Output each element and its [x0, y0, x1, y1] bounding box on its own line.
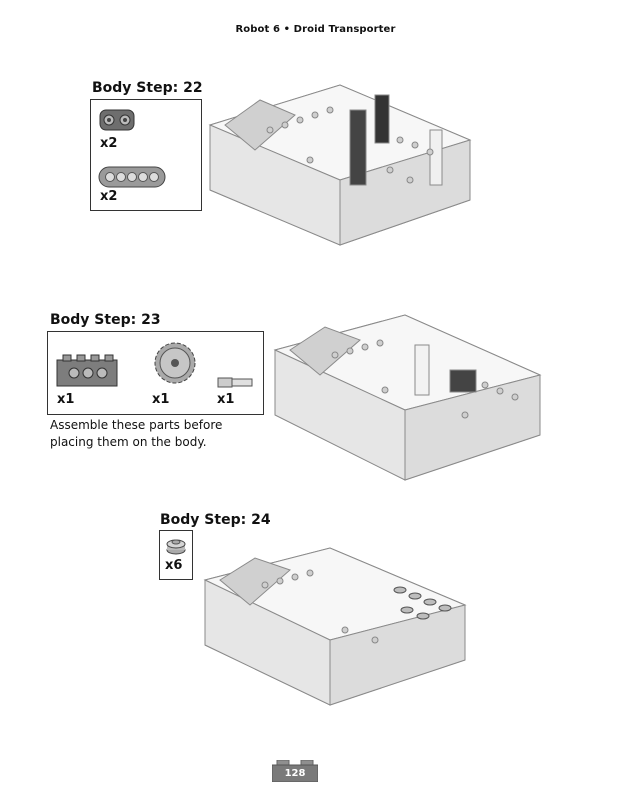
step-23-part-2-qty: x1: [152, 392, 170, 407]
page-number-badge: 128: [272, 760, 318, 782]
step-24-part-1-qty: x6: [165, 558, 183, 573]
step-24-model-illustration: [203, 547, 467, 706]
step-24-parts-box: x6: [159, 530, 193, 580]
step-24-title: Body Step: 24: [160, 512, 271, 528]
step-22-part-2-qty: x2: [100, 189, 118, 204]
step-23-part-3-qty: x1: [217, 392, 235, 407]
five-hole-beam-part-icon: [98, 166, 166, 188]
round-plate-part-icon: [166, 539, 186, 555]
brick-icon: [272, 760, 318, 782]
step-23-title: Body Step: 23: [50, 312, 161, 328]
step-23-note-line-2: placing them on the body.: [50, 435, 207, 449]
step-23-model-illustration: [273, 314, 542, 481]
angled-connector-part-icon: [99, 109, 135, 131]
page-number: 128: [284, 768, 306, 779]
step-22-title: Body Step: 22: [92, 80, 203, 96]
gear-part-icon: [154, 342, 196, 384]
axle-pin-part-icon: [217, 377, 253, 388]
step-22-parts-box: x2 x2: [90, 99, 202, 211]
step-22-part-1-qty: x2: [100, 136, 118, 151]
step-23-part-1-qty: x1: [57, 392, 75, 407]
step-23-note-line-1: Assemble these parts before: [50, 418, 223, 432]
step-23-note: Assemble these parts before placing them…: [50, 417, 222, 451]
step-22-model-illustration: [208, 84, 472, 246]
step-23-parts-box: x1 x1 x1: [47, 331, 264, 415]
technic-brick-part-icon: [56, 354, 118, 387]
page-header: Robot 6 • Droid Transporter: [235, 24, 396, 35]
